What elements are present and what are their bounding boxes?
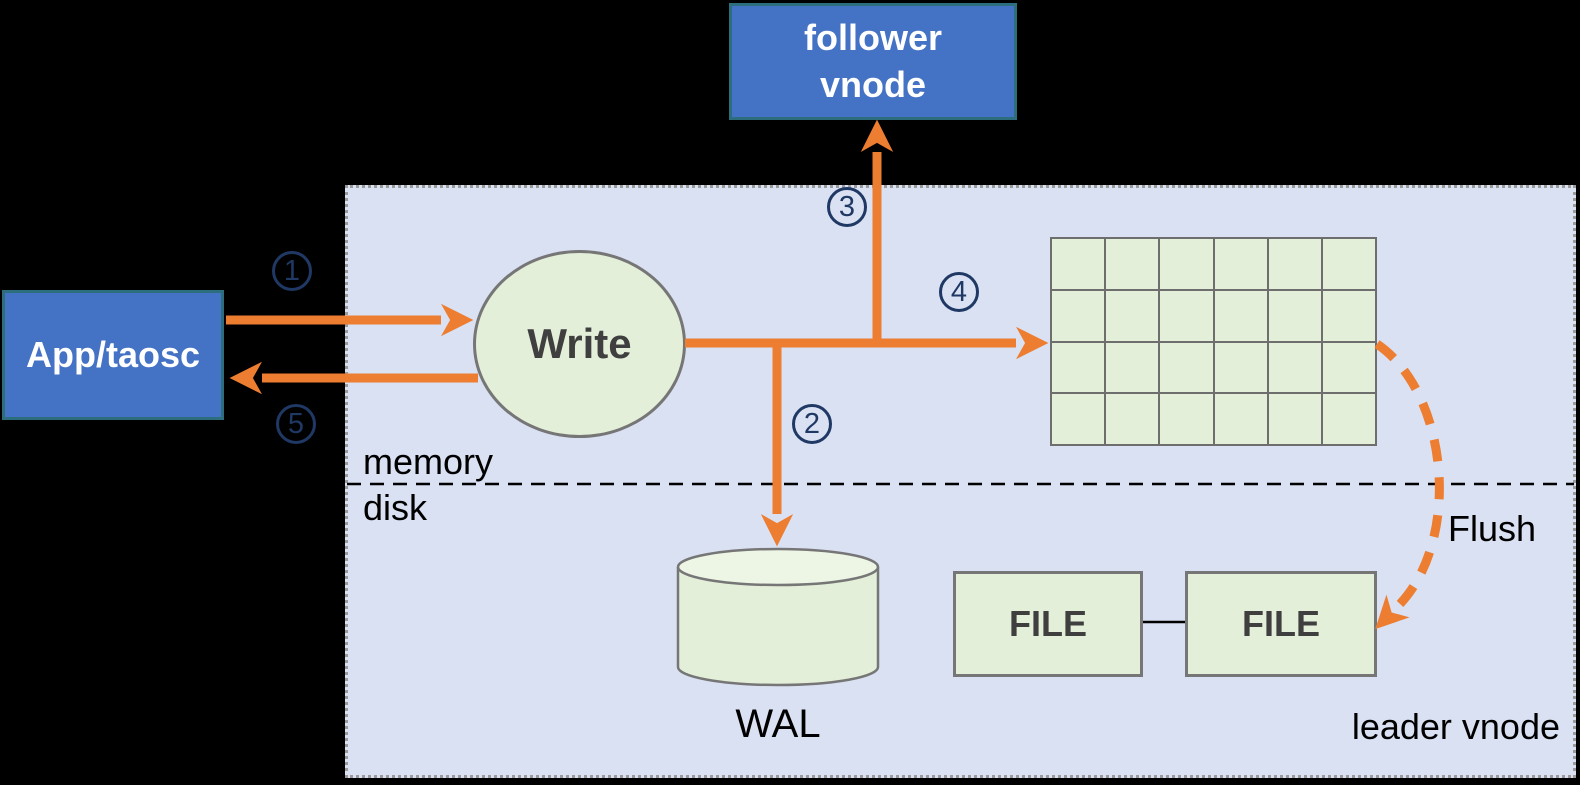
step-2-badge: 2 — [792, 404, 832, 444]
flush-label: Flush — [1448, 508, 1537, 549]
grid-cell — [1322, 290, 1375, 341]
grid-cell — [1106, 290, 1159, 341]
step-4-number: 4 — [950, 275, 968, 308]
step-2-number: 2 — [803, 407, 821, 440]
step-3-number: 3 — [838, 190, 856, 223]
memory-buffer-grid — [1050, 237, 1377, 446]
wal-cylinder-body — [676, 567, 880, 687]
leader-vnode-label: leader vnode — [1351, 706, 1560, 747]
wal-cylinder — [676, 547, 880, 689]
grid-cell — [1106, 394, 1159, 444]
grid-cell — [1214, 342, 1267, 393]
app-taosc-label: App/taosc — [25, 333, 201, 375]
file-left-label: FILE — [1009, 603, 1087, 644]
app-taosc-box: App/taosc — [2, 290, 224, 420]
write-process-circle: Write — [473, 250, 686, 438]
step-4-badge: 4 — [939, 272, 979, 312]
grid-cell — [1160, 394, 1213, 444]
file-right-label: FILE — [1242, 603, 1320, 644]
step-5-badge: 5 — [276, 404, 316, 444]
grid-cell — [1268, 290, 1321, 341]
grid-cell — [1106, 342, 1159, 393]
grid-cell — [1322, 239, 1375, 289]
grid-cell — [1160, 239, 1213, 289]
step-3-badge: 3 — [827, 187, 867, 227]
grid-cell — [1052, 239, 1105, 289]
grid-cell — [1268, 239, 1321, 289]
grid-cell — [1160, 342, 1213, 393]
grid-cell — [1214, 290, 1267, 341]
follower-vnode-label-line2: vnode — [819, 63, 926, 105]
grid-cell — [1268, 342, 1321, 393]
write-label: Write — [527, 320, 632, 367]
grid-cell — [1160, 290, 1213, 341]
disk-label: disk — [363, 487, 428, 528]
wal-label: WAL — [735, 702, 821, 746]
grid-cell — [1052, 290, 1105, 341]
step-1-badge: 1 — [272, 251, 312, 291]
follower-vnode-label-line1: follower — [803, 16, 942, 58]
step-1-number: 1 — [283, 254, 301, 287]
grid-cell — [1214, 394, 1267, 444]
file-box-right: FILE — [1185, 571, 1377, 677]
grid-cell — [1322, 342, 1375, 393]
step-5-number: 5 — [287, 407, 305, 440]
grid-cell — [1322, 394, 1375, 444]
grid-cell — [1052, 394, 1105, 444]
grid-cell — [1106, 239, 1159, 289]
file-box-left: FILE — [953, 571, 1143, 677]
wal-cylinder-shape — [676, 547, 880, 687]
grid-cell — [1052, 342, 1105, 393]
grid-cell — [1214, 239, 1267, 289]
follower-vnode-box: follower vnode — [729, 3, 1017, 120]
wal-cylinder-top — [676, 547, 880, 587]
memory-label: memory — [363, 441, 494, 482]
grid-cell — [1268, 394, 1321, 444]
